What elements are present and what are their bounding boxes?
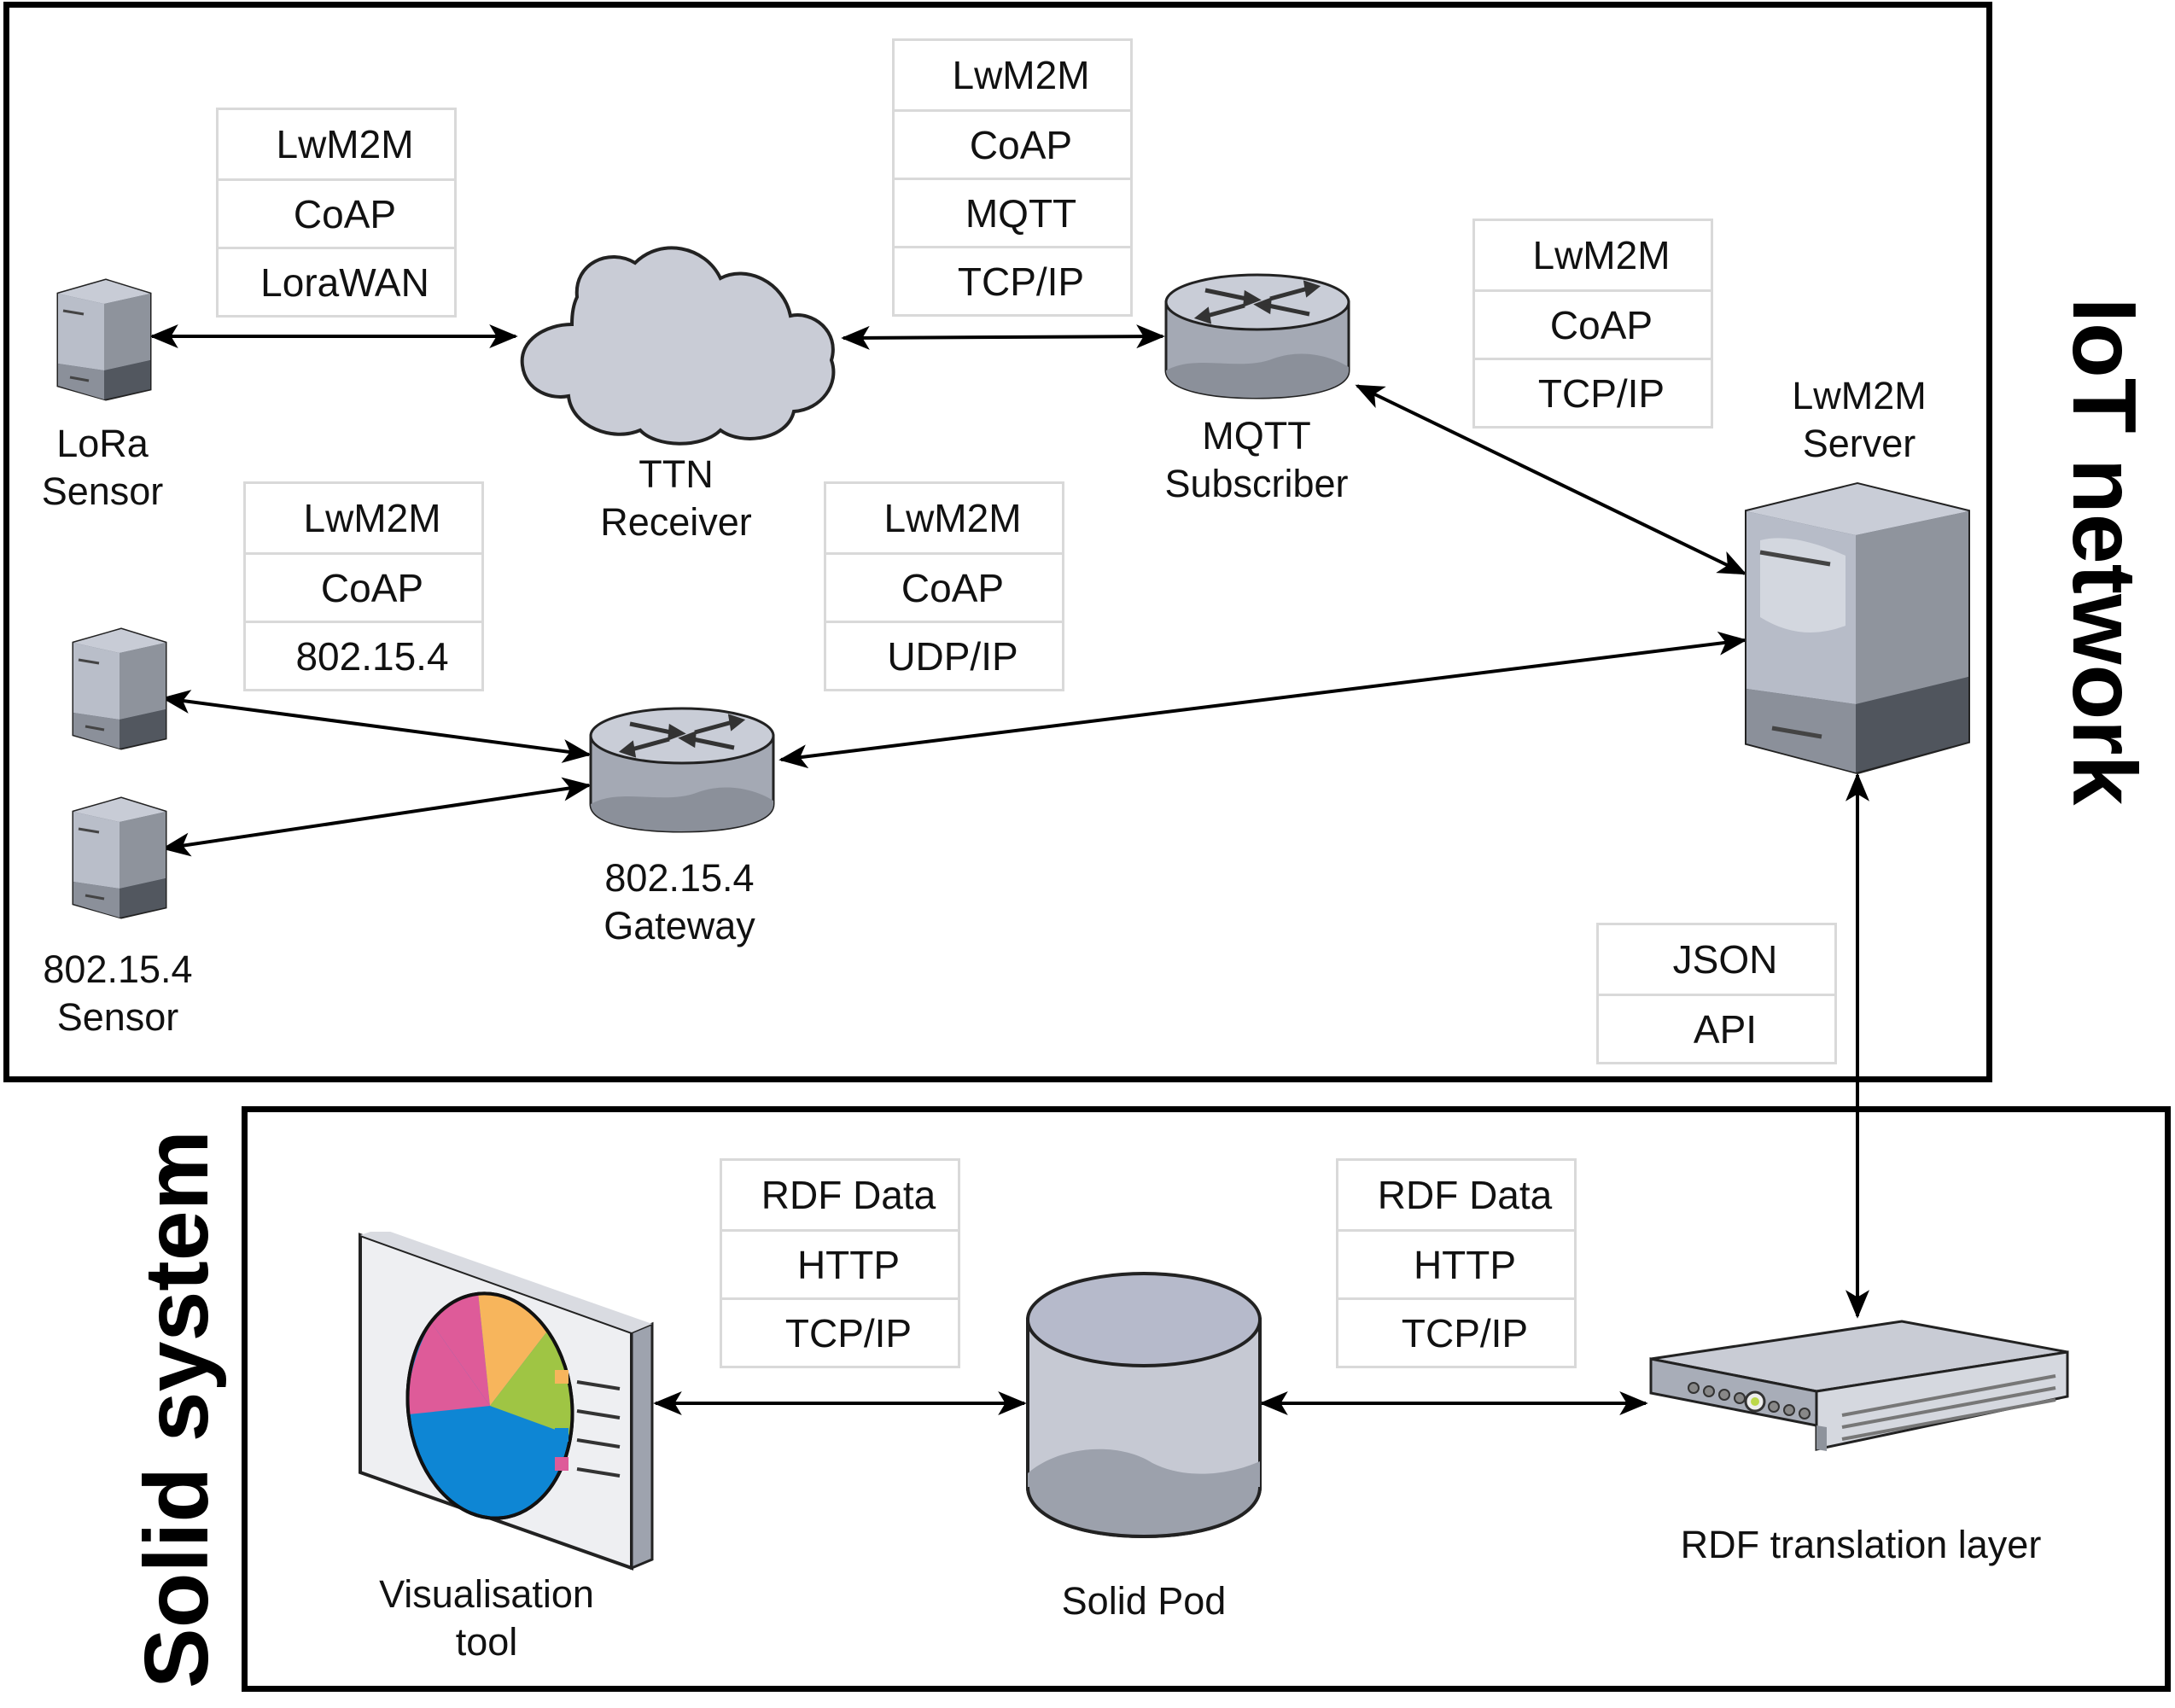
router-icon — [1164, 273, 1350, 399]
edge-sensor-b-gateway — [161, 777, 592, 857]
label-line: Receiver — [600, 500, 752, 544]
stack-layer: CoAP — [1475, 289, 1711, 358]
label-line: Gateway — [604, 904, 755, 947]
router-icon — [589, 707, 775, 833]
label-line: LwM2M — [1792, 374, 1927, 417]
label-line: Solid Pod — [1061, 1579, 1227, 1623]
stack-layer: LwM2M — [883, 496, 1022, 540]
iot-network-frame — [3, 2, 1992, 1082]
stack-layer: RDF Data — [1377, 1173, 1553, 1217]
node-label-802-sensor: 802.15.4 Sensor — [15, 946, 220, 1041]
stack-layer: 802.15.4 — [246, 621, 481, 689]
stack-layer: HTTP — [1338, 1229, 1574, 1297]
chart-board-icon — [359, 1232, 654, 1571]
label-line: Server — [1802, 422, 1916, 465]
edge-ttn-mqtt — [841, 324, 1165, 350]
label-line: 802.15.4 — [604, 856, 755, 900]
label-line: RDF translation layer — [1680, 1523, 2042, 1566]
protocol-stack-vis-pod: RDF Data HTTP TCP/IP — [720, 1158, 960, 1368]
server-tower-icon — [1745, 481, 1970, 775]
label-line: Subscriber — [1164, 462, 1349, 505]
solid-system-frame — [242, 1106, 2171, 1692]
stack-layer: LwM2M — [276, 122, 414, 166]
label-line: 802.15.4 — [43, 947, 193, 991]
label-line: Sensor — [41, 469, 164, 513]
stack-layer: CoAP — [826, 552, 1062, 621]
label-line: tool — [455, 1620, 518, 1664]
stack-layer: MQTT — [895, 178, 1130, 246]
stack-layer: LwM2M — [303, 496, 441, 540]
database-icon — [1026, 1272, 1262, 1539]
protocol-stack-sensor-gateway: LwM2M CoAP 802.15.4 — [243, 481, 484, 691]
cloud-icon — [520, 246, 836, 446]
protocol-stack-lora-ttn: LwM2M CoAP LoraWAN — [216, 108, 457, 318]
edge-sensor-a-gateway — [161, 690, 592, 763]
label-line: TTN — [639, 452, 714, 496]
node-label-lwm2m-server: LwM2M Server — [1765, 372, 1953, 468]
stack-layer: JSON — [1672, 937, 1778, 982]
node-label-visualisation-tool: Visualisation tool — [350, 1571, 623, 1666]
protocol-stack-server-rdf: JSON API — [1596, 923, 1837, 1064]
stack-layer: TCP/IP — [1338, 1297, 1574, 1366]
server-tower-icon — [72, 627, 167, 750]
stack-layer: RDF Data — [761, 1173, 936, 1217]
rack-server-icon — [1649, 1320, 2069, 1451]
stack-layer: TCP/IP — [1475, 358, 1711, 426]
stack-layer: CoAP — [246, 552, 481, 621]
protocol-stack-pod-rdf: RDF Data HTTP TCP/IP — [1336, 1158, 1577, 1368]
label-line: MQTT — [1202, 414, 1311, 458]
stack-layer: HTTP — [722, 1229, 958, 1297]
server-tower-icon — [72, 796, 167, 919]
stack-layer: UDP/IP — [826, 621, 1062, 689]
protocol-stack-mqtt-server: LwM2M CoAP TCP/IP — [1472, 219, 1713, 428]
label-line: Visualisation — [379, 1572, 594, 1616]
stack-layer: TCP/IP — [895, 246, 1130, 314]
node-label-lora-sensor: LoRa Sensor — [17, 420, 188, 516]
node-label-ttn-receiver: TTN Receiver — [574, 451, 778, 546]
stack-layer: LoraWAN — [219, 247, 454, 315]
stack-layer: API — [1599, 994, 1834, 1062]
protocol-stack-ttn-mqtt: LwM2M CoAP MQTT TCP/IP — [892, 38, 1133, 317]
edge-gateway-server — [778, 631, 1747, 769]
stack-layer: TCP/IP — [722, 1297, 958, 1366]
node-label-mqtt-subscriber: MQTT Subscriber — [1146, 412, 1367, 508]
stack-layer: CoAP — [895, 109, 1130, 178]
label-line: LoRa — [56, 422, 149, 465]
server-tower-icon — [56, 278, 152, 401]
node-label-solid-pod: Solid Pod — [1016, 1577, 1272, 1625]
label-line: Sensor — [56, 995, 179, 1039]
node-label-802-gateway: 802.15.4 Gateway — [577, 854, 782, 950]
stack-layer: CoAP — [219, 178, 454, 247]
stack-layer: LwM2M — [952, 53, 1090, 97]
stack-layer: LwM2M — [1532, 233, 1671, 277]
edge-mqtt-server — [1355, 384, 1747, 575]
node-label-rdf-layer: RDF translation layer — [1622, 1521, 2100, 1569]
protocol-stack-gateway-server: LwM2M CoAP UDP/IP — [824, 481, 1064, 691]
